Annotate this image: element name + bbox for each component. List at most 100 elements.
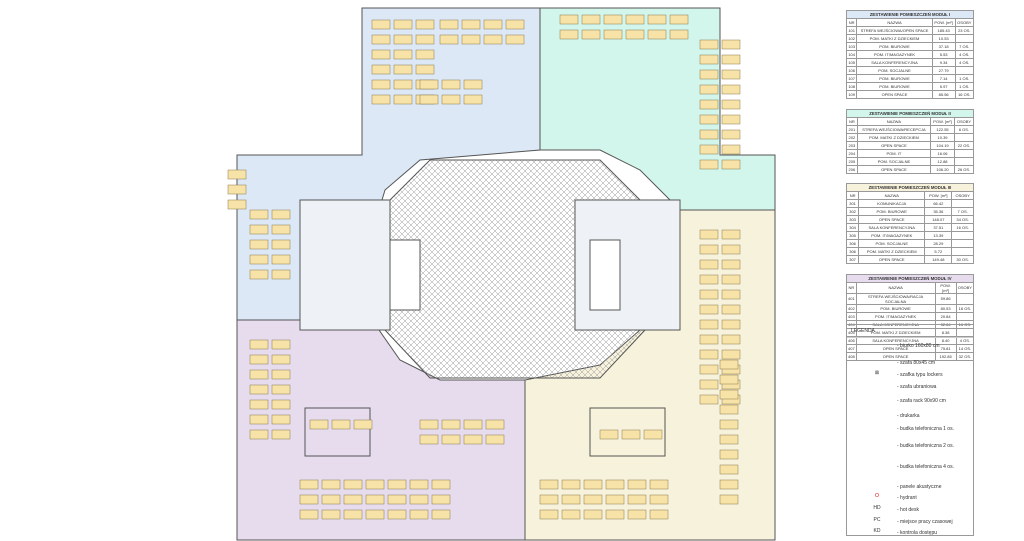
desk [603,29,623,40]
desk [719,389,739,400]
table-cell: 108 [845,82,858,91]
table-cell: POM. BIUROWE [856,42,933,51]
table-cell: 37.18 [931,42,956,51]
desk [409,494,429,505]
table-cell [954,34,975,43]
desk [699,159,719,170]
desk [353,419,373,430]
desk [721,144,741,155]
desk [249,269,269,280]
column-header: OSOBY [953,117,975,126]
table-cell: 301 [845,199,860,209]
table-title: ZESTAWIENIE POMIESZCZEŃ MODUŁ IV [846,273,974,283]
desk [371,94,391,105]
table-cell: POM. MATKI Z DZIECKIEM [858,247,926,257]
desk [699,364,719,375]
column-header: NR [846,281,857,294]
conference-room-404 [589,407,666,457]
column-header: OSOBY [954,18,975,27]
desk [343,479,363,490]
table-title: ZESTAWIENIE POMIESZCZEŃ MODUŁ I [846,10,974,19]
column-header: POW. [m²] [934,281,957,294]
desk [721,289,741,300]
desk [309,419,329,430]
desk [249,254,269,265]
desk [699,334,719,345]
desk [271,239,291,250]
desk [271,254,291,265]
desk [721,244,741,255]
table-cell: POM. BIUROWE [856,82,933,91]
desk [627,494,647,505]
desk [699,99,719,110]
desk [647,29,667,40]
legend-item: - panele akustyczne [847,482,973,494]
table-cell: 122.55 [930,125,955,134]
desk [699,69,719,80]
desk [699,244,719,255]
table-cell: 7 OS. [954,42,975,51]
desk [483,34,503,45]
desk [581,29,601,40]
desk [721,129,741,140]
table-cell: 1 OS. [954,82,975,91]
desk [271,209,291,220]
desk [299,479,319,490]
table-cell: 403 [846,311,857,321]
table-cell [951,247,974,257]
desk [271,339,291,350]
table-cell: POM. BIUROWE [855,303,936,313]
column-header: NR [846,117,858,126]
table-cell: SALA KONFERENCYJNA [856,58,933,67]
desk [271,369,291,380]
legend-label: - drukarka [897,413,920,419]
table-cell: 305 [845,231,860,241]
desk [431,479,451,490]
desk [699,84,719,95]
desk [583,494,603,505]
desk [649,494,669,505]
desk [719,419,739,430]
desk [271,354,291,365]
desk [699,129,719,140]
desk [431,494,451,505]
table-cell: OPEN SPACE [856,165,932,174]
desk [439,34,459,45]
desk [721,319,741,330]
desk [441,79,461,90]
desk [249,429,269,440]
desk [419,79,439,90]
legend-symbol-icon: KD [873,528,881,534]
desk [699,349,719,360]
desk [605,509,625,520]
desk [463,419,483,430]
legend-item: KD- kontrola dostępu [847,528,973,540]
column-header: POW. [m²] [924,191,953,201]
table-cell: 80.53 [934,303,957,313]
table-cell: 402 [846,303,857,313]
table-cell: 10.39 [930,133,955,142]
desk [415,19,435,30]
column-header: POW. [m²] [931,18,956,27]
legend-symbol-icon: PC [873,517,881,523]
table-cell: OPEN SPACE [858,255,926,265]
column-header: OSOBY [951,191,974,201]
desk [249,384,269,395]
table-cell: 185.43 [931,26,956,35]
desk [321,479,341,490]
table-cell: 30 OS. [951,255,974,265]
desk [431,509,451,520]
desk [643,429,663,440]
desk [441,94,461,105]
table-cell: POM. SOCJALNE [856,157,932,166]
desk [699,114,719,125]
table-cell: POM. MATKI Z DZIECKIEM [856,133,932,142]
legend-item: - budka telefoniczna 2 os. [847,441,973,453]
desk [505,19,525,30]
desk [409,509,429,520]
desk [625,14,645,25]
